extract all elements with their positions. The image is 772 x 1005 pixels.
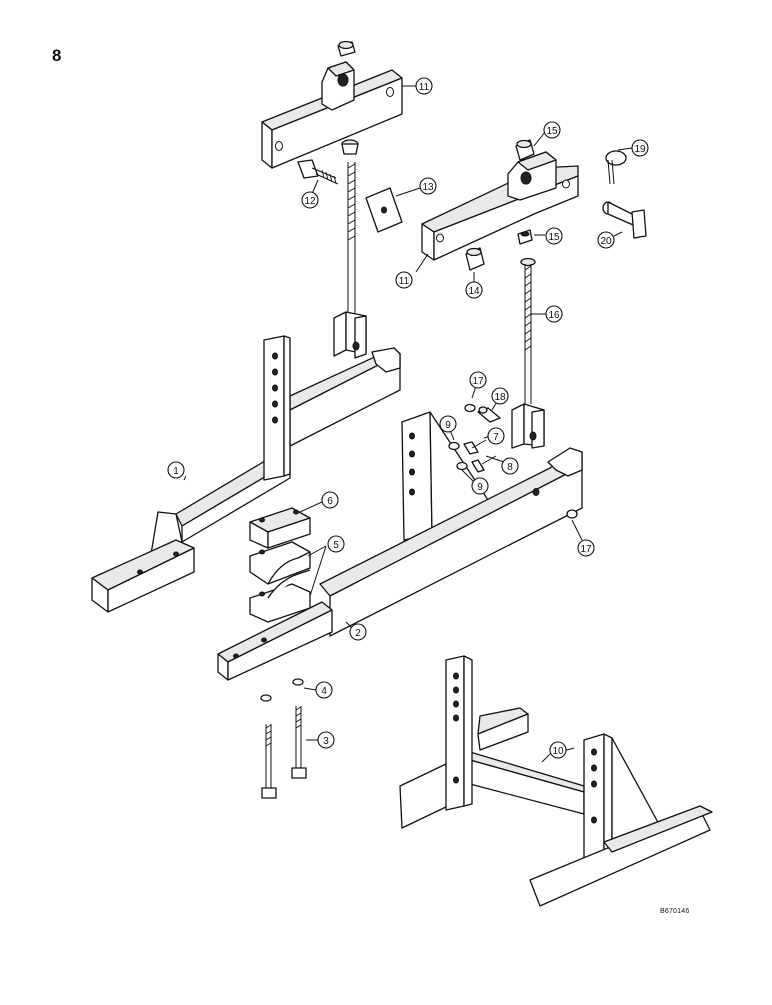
callout-17b: 17	[577, 539, 595, 557]
callout-11b: 11	[395, 271, 413, 289]
nut-upper	[515, 139, 535, 161]
svg-text:3: 3	[323, 736, 329, 747]
svg-text:20: 20	[600, 236, 612, 247]
callout-13: 13	[419, 177, 437, 195]
callout-19: 19	[631, 139, 649, 157]
frame-main	[217, 411, 583, 681]
svg-text:16: 16	[548, 310, 560, 321]
svg-text:17: 17	[580, 544, 592, 555]
callout-14: 14	[465, 281, 483, 299]
svg-text:17: 17	[472, 376, 484, 387]
page-number: 8	[52, 46, 62, 65]
figure-reference-code: B670146	[660, 908, 690, 915]
svg-text:8: 8	[507, 462, 513, 473]
svg-text:1: 1	[173, 466, 179, 477]
callout-2: 2	[349, 623, 367, 641]
hitch-pin	[602, 201, 647, 239]
lower-mounting-bracket	[421, 151, 579, 261]
callout-11a: 11	[415, 77, 433, 95]
svg-text:5: 5	[333, 540, 339, 551]
spacer-plate	[365, 187, 403, 233]
svg-text:14: 14	[468, 286, 480, 297]
svg-text:11: 11	[399, 276, 410, 287]
callout-10: 10	[549, 741, 567, 759]
svg-text:19: 19	[634, 144, 646, 155]
svg-text:13: 13	[422, 182, 434, 193]
callout-18: 18	[491, 387, 509, 405]
callout-15b: 15	[545, 227, 563, 245]
lynch-pin	[605, 150, 627, 185]
callout-9b: 9	[471, 477, 489, 495]
svg-text:11: 11	[419, 82, 430, 93]
callout-7: 7	[487, 427, 505, 445]
svg-text:18: 18	[494, 392, 506, 403]
callout-8: 8	[501, 457, 519, 475]
callout-3: 3	[317, 731, 335, 749]
svg-text:2: 2	[355, 628, 361, 639]
callout-4: 4	[315, 681, 333, 699]
svg-text:9: 9	[445, 420, 451, 431]
mounting-bolt	[297, 159, 339, 185]
callout-15a: 15	[543, 121, 561, 139]
callout-5: 5	[327, 535, 345, 553]
frame-left	[91, 335, 401, 613]
callout-6: 6	[321, 491, 339, 509]
threaded-rod-with-clevis-left	[333, 139, 367, 359]
small-hardware-group	[448, 403, 578, 519]
svg-text:15: 15	[546, 126, 558, 137]
callout-9a: 9	[439, 415, 457, 433]
clamp-bolts	[260, 678, 307, 799]
callout-20: 20	[597, 231, 615, 249]
assembled-frame-view	[399, 655, 713, 907]
callout-12: 12	[301, 191, 319, 209]
upper-mounting-bracket	[261, 40, 403, 169]
clamp-halves	[249, 541, 311, 623]
svg-text:9: 9	[477, 482, 483, 493]
svg-text:12: 12	[304, 196, 316, 207]
svg-text:4: 4	[321, 686, 327, 697]
callout-17a: 17	[469, 371, 487, 389]
leader-lines	[183, 85, 633, 763]
svg-text:7: 7	[493, 432, 499, 443]
callout-1: 1	[167, 461, 185, 479]
svg-text:6: 6	[327, 496, 333, 507]
clamp-cap	[249, 507, 311, 549]
spacer-bushing	[465, 247, 485, 271]
callout-16: 16	[545, 305, 563, 323]
svg-text:10: 10	[552, 746, 564, 757]
nut-lower	[517, 229, 533, 245]
threaded-rod-with-clevis-right	[511, 257, 545, 449]
svg-text:15: 15	[548, 232, 560, 243]
